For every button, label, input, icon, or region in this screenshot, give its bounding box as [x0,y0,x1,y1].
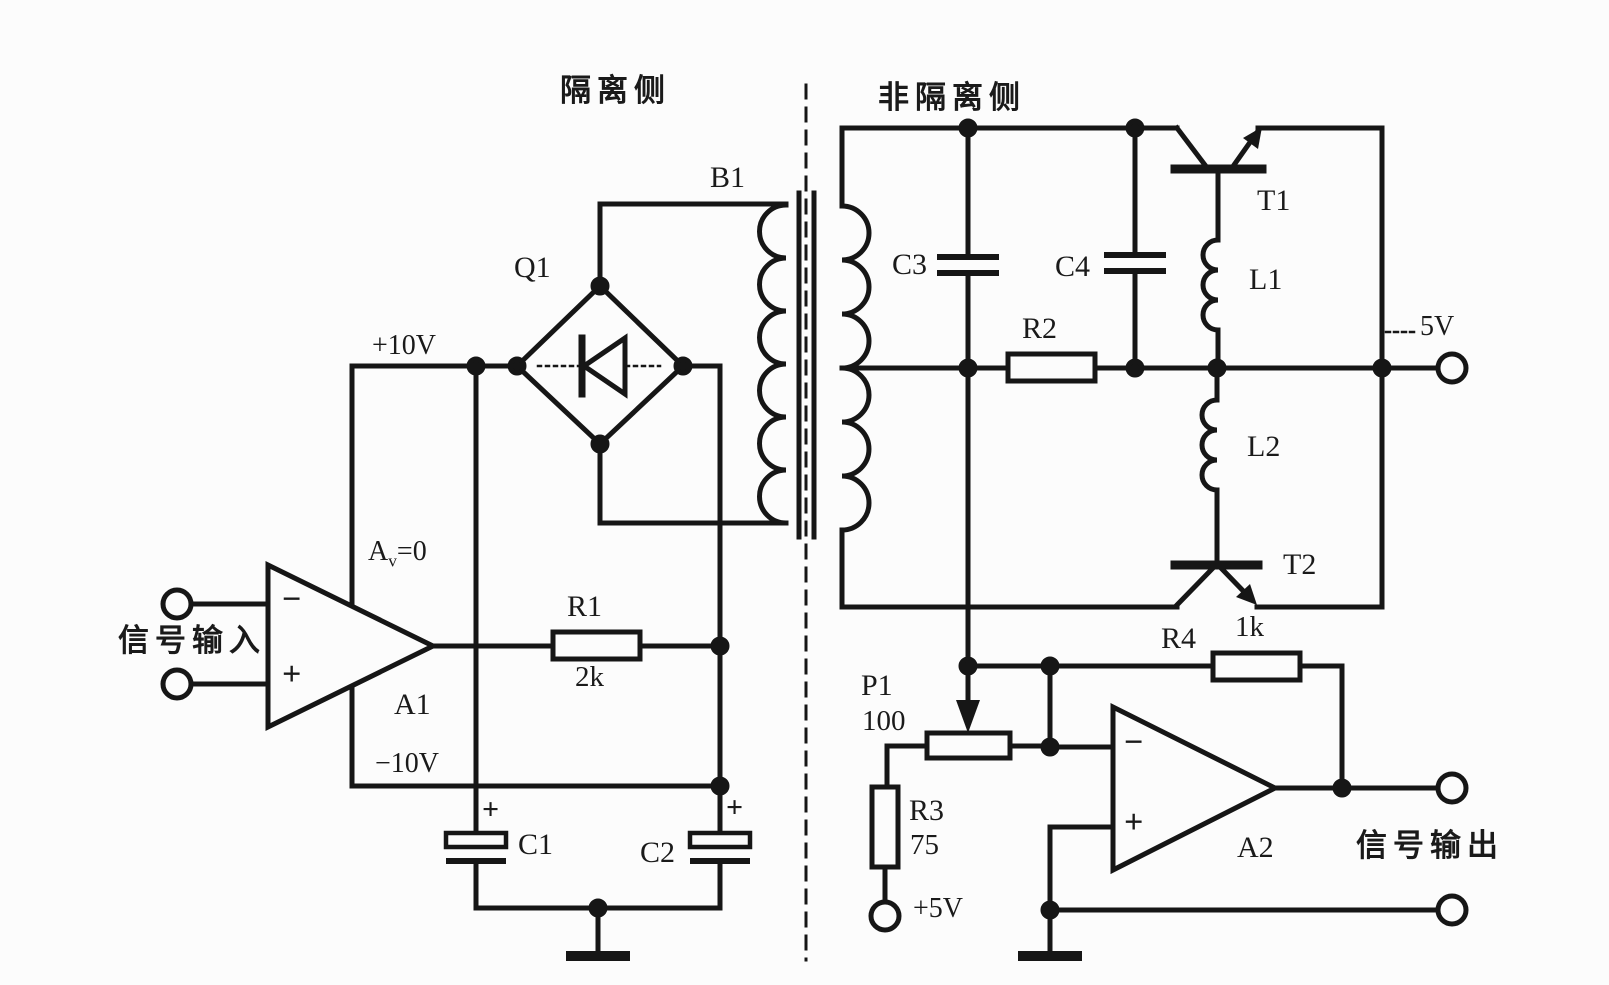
input-terminal-bottom [160,667,194,701]
inductor-l1-coil [1200,237,1221,333]
t1-label: T1 [1257,184,1291,217]
resistor-r1-body [550,629,643,662]
cap-c2-pos-plate [687,830,753,850]
neg10v-label: −10V [375,748,440,779]
input-wires [188,601,271,687]
gain-base: A [368,536,389,567]
isolated-side-label: 隔离侧 [560,73,671,108]
right-5v-vertical [1255,125,1385,610]
a2-minus-sign: − [1124,724,1144,761]
resistor-r3-body [869,784,901,870]
p1-ref-label: P1 [861,669,893,702]
r1-value-label: 2k [575,661,604,693]
p1-left-wire [884,743,930,790]
bridge-diode-triangle [579,333,628,399]
opamp-a2-label: A2 [1237,831,1274,864]
r3-ref-label: R3 [909,794,945,827]
input-terminal-top [160,587,194,621]
pos5v-label: +5V [913,893,964,924]
a2-inverting-stem [1047,663,1116,750]
junction-dot [507,356,527,376]
junction-dot [1125,358,1145,378]
gain-label: Av=0 [368,538,427,570]
cap-c1-neg-plate [446,858,506,864]
l1-label: L1 [1249,263,1283,296]
gain-sub: v [388,551,397,571]
a2-noninverting-wire [1047,824,1116,913]
r2-ref-label: R2 [1022,312,1058,345]
bridge-q1-label: Q1 [514,251,551,284]
gain-rest: =0 [396,536,427,567]
t1-emitter-arrow [1243,127,1262,149]
r4-value-label: 1k [1235,611,1264,643]
c2-polarity-sign: + [726,791,744,824]
rail5v-terminal [1435,351,1469,385]
t2-emitter-arrow [1236,584,1257,605]
r4-ref-label: R4 [1161,622,1197,655]
junction-dot [958,358,978,378]
junction-dot [710,776,730,796]
resistor-r4-body [1210,650,1303,683]
transformer-b1-label: B1 [710,161,746,194]
r1-ref-label: R1 [567,590,603,623]
l2-label: L2 [1247,430,1281,463]
c3-label: C3 [892,248,928,281]
c1-polarity-sign: + [482,793,500,826]
r4-right-wire [1297,663,1345,791]
cap-c1-pos-plate [443,830,509,850]
potentiometer-p1-body [924,730,1013,761]
output-terminal-bottom [1435,893,1469,927]
transformer-core-lines [796,190,817,540]
output-terminal-top [1435,771,1469,805]
p1-wiper-arrow [956,700,980,733]
ground-symbol-right [1018,951,1082,961]
c2-label: C2 [640,836,676,869]
c1-label: C1 [518,828,554,861]
pos5v-terminal [868,899,902,933]
r3-value-label: 75 [910,829,939,861]
q1-negative-wire [680,363,723,836]
transformer-primary-coil [757,202,789,526]
opamp-a1-label: A1 [394,688,431,721]
resistor-r2-body [1005,351,1098,384]
junction-dot [710,636,730,656]
t2-label: T2 [1283,548,1317,581]
inductor-l2-coil [1199,397,1220,493]
opamp-a2-triangle [1110,702,1281,875]
junction-dot [1332,778,1352,798]
signal-input-label: 信号输入 [118,623,266,658]
p1-value-label: 100 [862,705,906,737]
a1-minus-sign: − [282,581,302,618]
t1-collector [1173,124,1209,169]
q1-top-wire [597,201,789,289]
ground-symbol-left [566,951,630,961]
cap-c2-neg-plate [690,858,750,864]
t2-collector [1173,565,1216,609]
signal-output-label: 信号输出 [1356,828,1504,863]
c4-label: C4 [1055,250,1091,283]
rail5v-label: 5V [1420,311,1455,342]
pos10v-label: +10V [372,330,437,361]
q1-bottom-wire [597,441,789,526]
junction-dot [1040,737,1060,757]
non-isolated-side-label: 非隔离侧 [878,80,1026,115]
a2-plus-sign: + [1124,804,1144,841]
a1-plus-sign: + [282,656,302,693]
